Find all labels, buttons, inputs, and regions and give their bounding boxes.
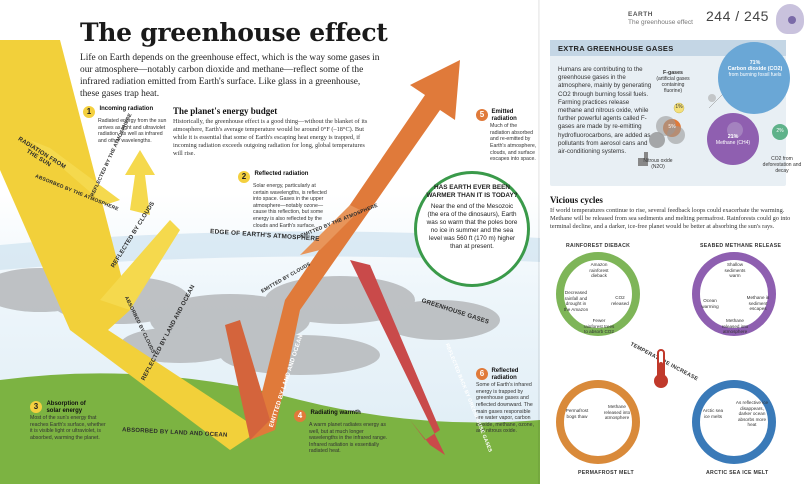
absorbed-by-land-arrow (70, 330, 260, 450)
step-1: 1 Incoming radiation Radiated energy fro… (83, 106, 171, 144)
co2-name: Carbon dioxide (CO2) (727, 66, 783, 72)
ar-item-1: Arctic sea ice melts (702, 408, 724, 419)
fgas-pct: 1% (675, 104, 683, 110)
methane-title: Seabed methane release (700, 243, 782, 249)
earth-section-icon-dot (788, 16, 796, 24)
sun-radiation-arrow (0, 40, 130, 330)
arctic-title: Arctic sea ice melt (706, 470, 769, 476)
step-2: 2 Reflected radiation Solar energy, part… (238, 171, 330, 229)
page-numbers: 244 / 245 (706, 8, 769, 24)
fact-body: Near the end of the Mesozoic (the era of… (426, 203, 518, 251)
fgas-name: F-gases (662, 70, 684, 76)
methane-pct: 21% (727, 134, 739, 140)
reflected-by-clouds-arrow (100, 220, 180, 310)
step-title: Reflected radiation (254, 171, 309, 177)
extra-gases-body: Humans are contributing to the greenhous… (558, 66, 652, 156)
mt-item-2: Methane in sediment escapes (746, 295, 770, 312)
emitted-radiation-arrow (250, 60, 460, 440)
left-page: The greenhouse effect Life on Earth depe… (0, 0, 540, 484)
step-number: 1 (83, 106, 95, 118)
rf-item-3: Fewer rainforest trees to absorb CO2 (583, 318, 615, 335)
co2-label: 71% Carbon dioxide (CO2) from burning fo… (726, 60, 784, 78)
cycle-rainforest (556, 252, 640, 336)
step-5: 5 Emitted radiation Much of the radiatio… (476, 109, 538, 163)
reflected-back-arrow (350, 260, 445, 455)
cycle-methane (692, 252, 776, 336)
methane-name: Methane (CH4) (715, 140, 751, 146)
step-body: Some of Earth's infrared energy is trapp… (476, 382, 534, 435)
right-page: EARTH The greenhouse effect 244 / 245 EX… (540, 0, 810, 484)
fact-heading: Has Earth ever been warmer than it is to… (426, 184, 518, 199)
reflected-by-atmosphere-arrow (30, 140, 120, 205)
mt-item-1: Shallow sediments warm (724, 262, 746, 279)
step-title: Radiating warmth (310, 410, 361, 416)
n2o-pct: 5% (668, 124, 676, 130)
rainforest-title: Rainforest dieback (566, 243, 631, 249)
vicious-heading: Vicious cycles (550, 195, 603, 205)
budget-body: Historically, the greenhouse effect is a… (173, 118, 368, 157)
step-3: 3 Absorption of solar energy Most of the… (30, 401, 106, 442)
step-number: 2 (238, 171, 250, 183)
deforest-pct: 2% (776, 128, 784, 134)
emitted-by-atmosphere-arrow (300, 205, 360, 255)
methane-label: 21% Methane (CH4) (711, 134, 755, 146)
step-6: 6 Reflected radiation Some of Earth's in… (476, 368, 538, 435)
gas-bubble-chart (638, 42, 790, 166)
cycle-permafrost (556, 380, 640, 464)
emitted-by-land-arrow (225, 320, 270, 440)
thermometer-bulb (654, 374, 668, 388)
step-title: Absorption of solar energy (46, 401, 86, 414)
co2-pct: 71% (749, 60, 761, 66)
fgas-label: F-gases (artificial gases containing flu… (653, 70, 693, 94)
step-body: Most of the sun's energy that reaches Ea… (30, 415, 106, 441)
budget-heading: The planet's energy budget (173, 106, 278, 116)
vicious-body: If world temperatures continue to rise, … (550, 207, 791, 230)
step-title: Incoming radiation (99, 106, 154, 112)
step-body: Solar energy, particularly at certain wa… (253, 183, 327, 229)
fact-bubble: Has Earth ever been warmer than it is to… (414, 171, 530, 287)
n2o-name: Nitrous oxide (N2O) (643, 158, 673, 170)
reflected-up-arrow (125, 150, 155, 215)
step-body: Much of the radiation absorbed and re-em… (490, 123, 537, 163)
mt-item-3: Methane released into atmosphere (721, 318, 749, 335)
section-subtitle: The greenhouse effect (628, 19, 693, 26)
rf-item-2: CO2 released (611, 295, 629, 306)
pf-item-1: Permafrost bogs thaw (565, 408, 589, 419)
mt-item-4: Ocean warming (701, 298, 719, 309)
step-body: Radiated energy from the sun arrives as … (98, 118, 167, 144)
fgas-note: (artificial gases containing fluorine) (656, 76, 690, 94)
extra-gases-heading: EXTRA GREENHOUSE GASES (550, 40, 786, 56)
thermometer-fill (659, 362, 663, 378)
step-title: Reflected radiation (491, 368, 519, 381)
cycle-arctic (692, 380, 776, 464)
deforest-name: CO2 from deforestation and decay (762, 156, 802, 174)
step-number: 3 (30, 401, 42, 413)
intro-paragraph: Life on Earth depends on the greenhouse … (80, 53, 380, 99)
pf-item-2: Methane released into atmosphere (603, 404, 631, 421)
page-title: The greenhouse effect (80, 18, 388, 47)
step-number: 6 (476, 368, 488, 380)
step-4: 4 Radiating warmth A warm planet radiate… (294, 410, 390, 455)
step-title: Emitted radiation (491, 109, 517, 122)
co2-note: from burning fossil fuels (728, 72, 782, 78)
rf-item-4: Decreased rainfall and drought in the Am… (563, 290, 589, 312)
greenhouse-illustration (0, 40, 540, 484)
rf-item-1: Amazon rainforest dieback (589, 262, 609, 279)
step-number: 5 (476, 109, 488, 121)
step-number: 4 (294, 410, 306, 422)
ar-item-2: As reflective ice disappears, darker oce… (735, 400, 769, 428)
permafrost-title: Permafrost melt (578, 470, 634, 476)
step-body: A warm planet radiates energy as well, b… (309, 422, 388, 455)
section-label: EARTH (628, 11, 653, 18)
